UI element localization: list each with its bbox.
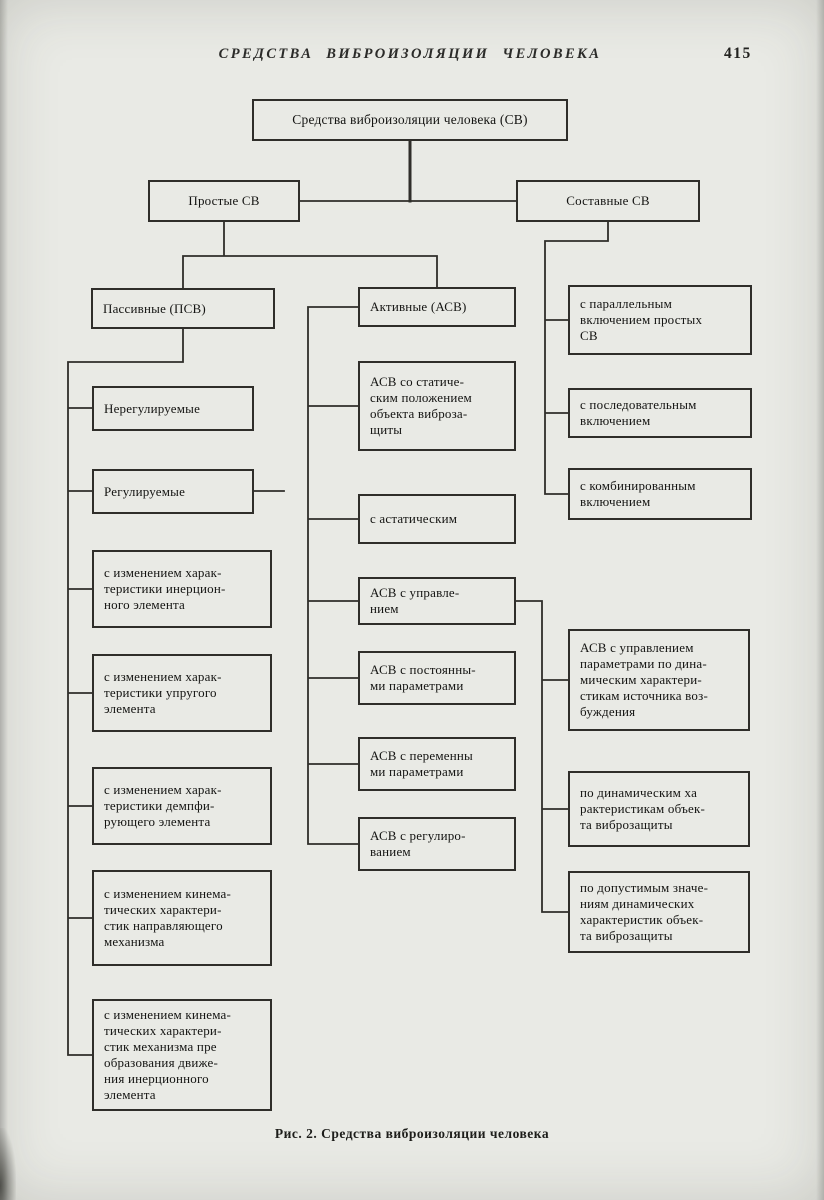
connector-tree bbox=[67, 200, 609, 1056]
node-asv-astatic: с астатическим bbox=[358, 494, 516, 544]
scan-smudge bbox=[0, 1128, 16, 1200]
node-asv-variable-parameters: АСВ с переменны ми параметрами bbox=[358, 737, 516, 791]
node-parallel-inclusion: с параллельным включением простых СВ bbox=[568, 285, 752, 355]
node-guide-mechanism-kinematics: с изменением кинема- тических характери-… bbox=[92, 870, 272, 966]
node-active-asv: Активные (АСВ) bbox=[358, 287, 516, 327]
node-root: Средства виброизоляции человека (СВ) bbox=[252, 99, 568, 141]
node-asv-static-position: АСВ со статиче- ским положением объекта … bbox=[358, 361, 516, 451]
node-simple-sv: Простые СВ bbox=[148, 180, 300, 222]
node-asv-with-control: АСВ с управле- нием bbox=[358, 577, 516, 625]
page-number: 415 bbox=[724, 45, 752, 62]
node-transform-mechanism-kinematics: с изменением кинема- тических характери-… bbox=[92, 999, 272, 1111]
node-combined-inclusion: с комбинированным включением bbox=[568, 468, 752, 520]
figure-caption: Рис. 2. Средства виброизоляции человека bbox=[274, 1126, 550, 1141]
node-unregulated: Нерегулируемые bbox=[92, 386, 254, 431]
node-control-by-object-dynamics: по динамическим ха рактеристикам объек- … bbox=[568, 771, 750, 847]
scan-edge-shadow-left bbox=[0, 0, 8, 1200]
node-regulated: Регулируемые bbox=[92, 469, 254, 514]
scan-edge-shadow-right bbox=[816, 0, 824, 1200]
node-control-by-source-dynamics: АСВ с управлением параметрами по дина- м… bbox=[568, 629, 750, 731]
node-composite-sv: Составные СВ bbox=[516, 180, 700, 222]
node-damping-characteristic-change: с изменением харак- теристики демпфи- ру… bbox=[92, 767, 272, 845]
node-inertia-characteristic-change: с изменением харак- теристики инерцион- … bbox=[92, 550, 272, 628]
node-asv-constant-parameters: АСВ с постоянны- ми параметрами bbox=[358, 651, 516, 705]
node-control-by-allowable-values: по допустимым значе- ниям динамических х… bbox=[568, 871, 750, 953]
connectors-group bbox=[67, 139, 609, 1056]
node-sequential-inclusion: с последовательным включением bbox=[568, 388, 752, 438]
node-asv-with-regulation: АСВ с регулиро- ванием bbox=[358, 817, 516, 871]
page-header: СРЕДСТВА ВИБРОИЗОЛЯЦИИ ЧЕЛОВЕКА bbox=[218, 46, 602, 62]
node-passive-psv: Пассивные (ПСВ) bbox=[91, 288, 275, 329]
node-elastic-characteristic-change: с изменением харак- теристики упругого э… bbox=[92, 654, 272, 732]
